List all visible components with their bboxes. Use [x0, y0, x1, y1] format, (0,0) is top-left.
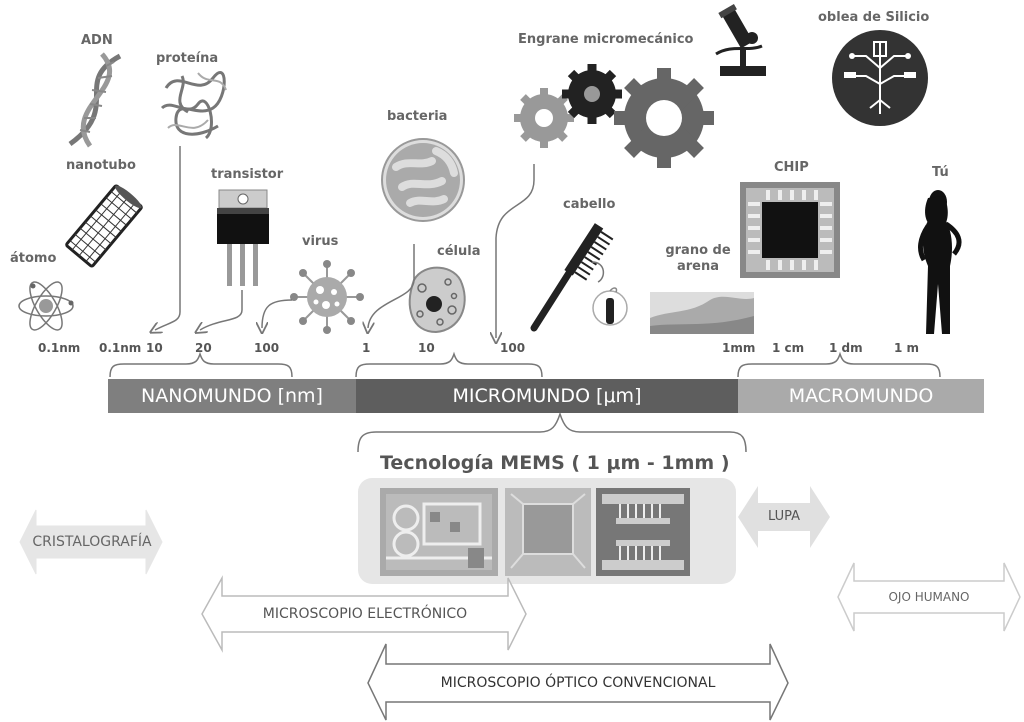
sand-dune-image [650, 292, 754, 334]
gear-icon [514, 64, 714, 168]
scale-tick: 0.1nm [38, 341, 81, 355]
label-atomo: átomo [10, 251, 57, 266]
hair-strand-icon [592, 287, 628, 326]
mems-gear-photo [380, 488, 498, 576]
microscopio-optico-range: MICROSCOPIO ÓPTICO CONVENCIONAL [440, 675, 716, 691]
label-bacteria: bacteria [387, 109, 448, 124]
macromundo-band: MACROMUNDO [738, 379, 984, 413]
virus-icon [290, 260, 364, 334]
ojo-humano-range: OJO HUMANO [888, 590, 970, 604]
label-adn: ADN [81, 33, 113, 48]
scale-tick: 1 m [894, 341, 920, 355]
bacteria-icon [381, 138, 465, 222]
cell-icon [408, 266, 466, 334]
mems-title: Tecnología MEMS ( 1 μm - 1mm ) [380, 452, 730, 474]
lupa-range: LUPA [767, 509, 800, 524]
scale-tick: 0.1nm [99, 341, 142, 355]
comb-icon [530, 223, 614, 332]
label-transistor: transistor [211, 167, 284, 182]
macromundo-label: MACROMUNDO [788, 385, 934, 407]
scale-tick: 1 [362, 341, 371, 355]
nanomundo-label: NANOMUNDO [nm] [141, 385, 323, 407]
label-chip: CHIP [774, 160, 809, 175]
microscope-icon [715, 4, 766, 76]
dna-icon [68, 52, 122, 148]
protein-icon [160, 70, 227, 140]
scale-tick: 1mm [722, 341, 756, 355]
scale-tick: 100 [500, 341, 526, 355]
micromundo-band: MICROMUNDO [μm] [356, 379, 738, 413]
scale-tick: 1 cm [772, 341, 805, 355]
micromundo-label: MICROMUNDO [μm] [452, 385, 642, 407]
scale-tick: 10 [146, 341, 163, 355]
label-tu: Tú [932, 165, 949, 180]
label-cabello: cabello [563, 197, 616, 212]
label-nanotubo: nanotubo [66, 158, 136, 173]
scale-tick: 20 [195, 341, 212, 355]
scale-tick: 1 dm [829, 341, 863, 355]
silicon-wafer-icon [832, 30, 928, 126]
chip-icon [740, 182, 840, 278]
nanotube-icon [65, 184, 143, 268]
label-virus: virus [302, 234, 339, 249]
cristalografia-range: CRISTALOGRAFÍA [32, 534, 152, 550]
atom-icon [18, 281, 74, 331]
mems-comb-photo [596, 488, 690, 576]
person-silhouette-icon [918, 190, 962, 334]
label-celula: célula [437, 244, 481, 259]
transistor-icon [217, 189, 269, 286]
scale-tick: 100 [254, 341, 280, 355]
mems-plate-photo [505, 488, 591, 576]
microscopio-electronico-range: MICROSCOPIO ELECTRÓNICO [262, 606, 468, 622]
nanomundo-band: NANOMUNDO [nm] [108, 379, 356, 413]
scale-tick: 10 [418, 341, 435, 355]
label-oblea: oblea de Silicio [818, 10, 930, 25]
label-grano: grano de arena [665, 243, 731, 274]
label-proteina: proteína [156, 51, 219, 66]
label-engrane: Engrane micromecánico [518, 32, 694, 47]
